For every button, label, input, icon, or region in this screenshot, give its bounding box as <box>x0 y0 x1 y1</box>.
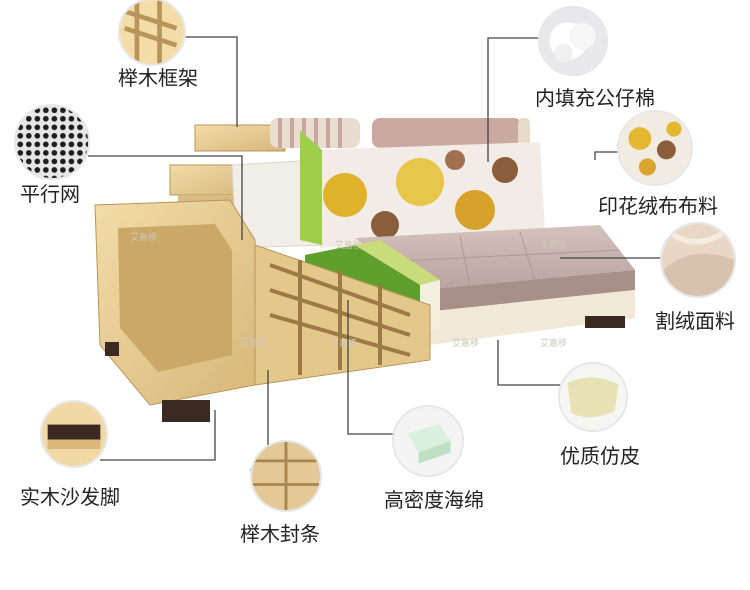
label-sponge: 高密度海绵 <box>384 488 484 512</box>
label-filling-cotton: 内填充公仔棉 <box>535 86 655 110</box>
label-cut-velvet: 割绒面料 <box>655 309 735 333</box>
watermark: 艾嘉移 <box>540 339 568 349</box>
birch-strip-thumb <box>250 440 322 512</box>
label-parallel-mesh: 平行网 <box>20 182 80 206</box>
label-birch-strip: 榉木封条 <box>240 522 320 546</box>
printed-fabric-thumb <box>617 110 693 186</box>
label-birch-frame: 榉木框架 <box>118 66 198 90</box>
wood-feet-thumb <box>40 400 108 468</box>
watermark: 艾嘉移 <box>540 241 568 251</box>
label-printed-fabric: 印花绒布布料 <box>598 194 718 218</box>
watermark: 艾嘉移 <box>452 339 480 349</box>
watermark: 艾嘉移 <box>240 338 268 348</box>
sponge-thumb <box>392 405 464 477</box>
cut-velvet-thumb <box>660 222 736 298</box>
birch-frame-thumb <box>118 0 186 66</box>
watermark: 艾嘉移 <box>335 241 363 251</box>
label-wood-feet: 实木沙发脚 <box>20 485 120 509</box>
leather-thumb <box>558 362 628 432</box>
back-cushions <box>231 118 545 249</box>
wood-frame-left <box>94 199 431 422</box>
watermark: 艾嘉移 <box>130 233 158 243</box>
cotton-thumb <box>538 6 608 76</box>
parallel-mesh-thumb <box>14 104 90 180</box>
watermark: 艾嘉移 <box>330 339 358 349</box>
label-leather: 优质仿皮 <box>560 444 640 468</box>
